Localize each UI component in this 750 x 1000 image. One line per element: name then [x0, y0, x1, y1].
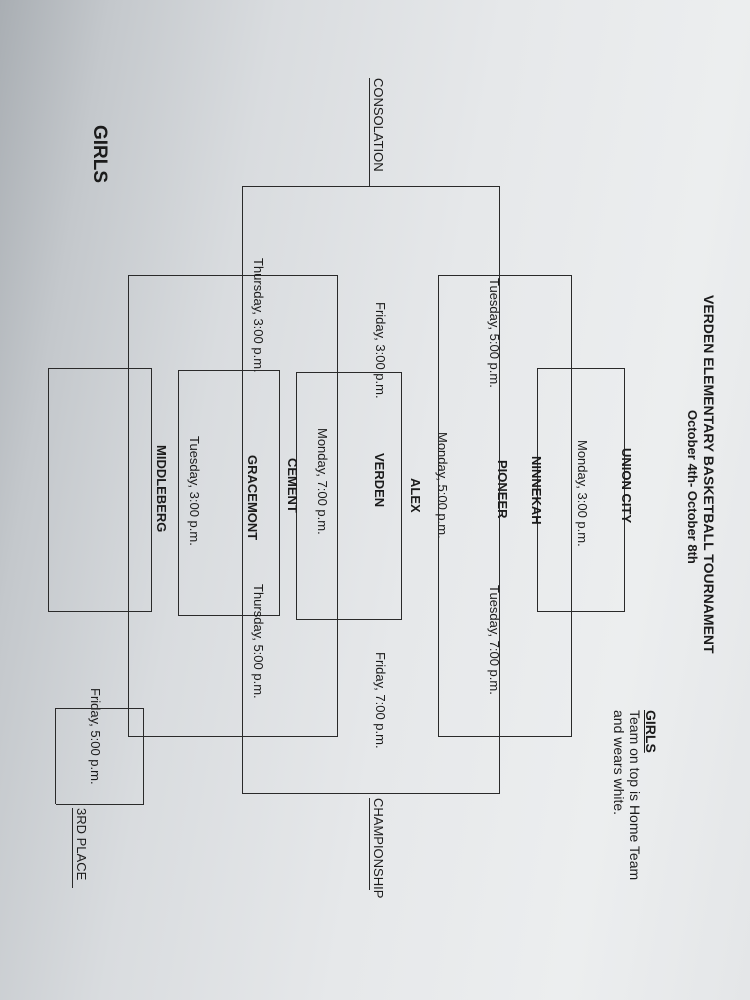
- championship-label: CHAMPIONSHIP: [371, 798, 386, 899]
- tournament-title: VERDEN ELEMENTARY BASKETBALL TOURNAMENT: [701, 295, 717, 654]
- time-fri-3: Friday, 3:00 p.m.: [373, 302, 388, 399]
- note-heading: GIRLS: [643, 710, 659, 753]
- third-place-bracket-bottom: [55, 708, 56, 804]
- note-line-1: Team on top is Home Team: [627, 710, 643, 881]
- time-mon-3: Monday, 3:00 p.m.: [575, 440, 590, 547]
- third-place-bracket-left: [56, 708, 144, 709]
- third-place-label: 3RD PLACE: [74, 808, 89, 881]
- consolation-label: CONSOLATION: [371, 78, 386, 172]
- time-fri-7: Friday, 7:00 p.m.: [373, 652, 388, 749]
- third-place-line: [72, 808, 73, 888]
- note-line-2: and wears white.: [611, 710, 627, 816]
- tournament-dates: October 4th- October 8th: [685, 410, 700, 564]
- championship-line: [369, 798, 370, 890]
- bracket-friday: [242, 186, 500, 794]
- third-place-bracket-top: [143, 708, 144, 804]
- time-fri-5: Friday, 5:00 p.m.: [88, 688, 103, 785]
- consolation-line: [369, 78, 370, 186]
- division-label: GIRLS: [89, 125, 110, 184]
- third-place-bracket-right: [56, 804, 144, 805]
- team-union-city: UNION CITY: [619, 448, 634, 524]
